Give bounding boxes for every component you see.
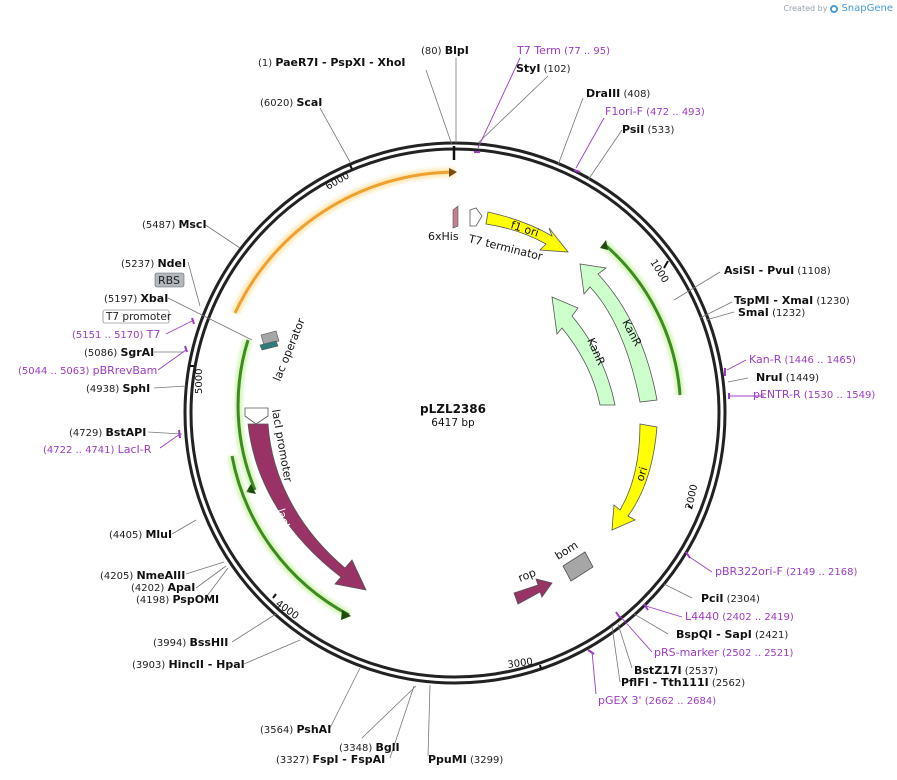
enzyme-site-bgli: (3348) BglI — [339, 741, 400, 754]
primer-t7: (5151 .. 5170) T7 — [72, 328, 160, 341]
enzyme-site-bstapi: (4729) BstAPI — [69, 426, 146, 439]
enzyme-site-pshai: (3564) PshAI — [260, 723, 331, 736]
primer-leaders — [157, 57, 764, 695]
enzyme-site-mlui: (4405) MluI — [109, 528, 172, 541]
primer-f1ori-f: F1ori-F (472 .. 493) — [605, 105, 705, 118]
snapgene-credit: Created by SnapGene — [783, 3, 893, 14]
enzyme-site-scai: (6020) ScaI — [260, 96, 322, 109]
ori-label: ori — [633, 465, 650, 483]
feature-laci: lacI — [247, 423, 367, 591]
enzyme-site-blpi: (80) BlpI — [421, 44, 469, 57]
backbone-outer — [183, 141, 727, 685]
enzyme-site-bstz17i: BstZ17I (2537) — [634, 664, 718, 677]
enzyme-site-nmeaiii: (4205) NmeAIII — [100, 569, 185, 582]
enzyme-site-styi: StyI (102) — [516, 62, 571, 75]
primer-prs-marker: pRS-marker (2502 .. 2521) — [654, 646, 794, 659]
enzyme-site-fspi-fspai: (3327) FspI - FspAI — [276, 753, 385, 766]
enzyme-site-tspmi-xmai: TspMI - XmaI (1230) — [734, 294, 850, 307]
feature-lac-operator: lac operator — [259, 316, 308, 383]
enzyme-site-pcii: PciI (2304) — [701, 592, 760, 605]
orf-arc-green-kan — [600, 240, 685, 396]
enzyme-site-ndei: (5237) NdeI — [121, 257, 186, 270]
enzyme-site-apai: (4202) ApaI — [131, 581, 195, 594]
primer-pbrrevbam: (5044 .. 5063) pBRrevBam — [18, 364, 157, 377]
f1-ori-label: f1 ori — [509, 218, 540, 239]
enzyme-site-xbai: (5197) XbaI — [104, 292, 168, 305]
orf-arc-green-lac-2 — [227, 455, 352, 620]
primer-kan-r: Kan-R (1446 .. 1465) — [749, 353, 856, 366]
t7-promoter-label: T7 promoter — [105, 311, 172, 323]
plasmid-name: pLZL2386 — [420, 402, 486, 416]
plasmid-length: 6417 bp — [431, 417, 475, 429]
tick-label-4000: 4000 — [273, 598, 300, 622]
credit-brand: SnapGene — [841, 3, 893, 14]
enzyme-site-sphi: (4938) SphI — [86, 382, 150, 395]
enzyme-site-asisi-pvui: AsiSI - PvuI (1108) — [724, 264, 831, 277]
rbs-box — [154, 272, 185, 288]
orf-arc-orange — [230, 167, 457, 315]
snapgene-logo-icon — [830, 4, 839, 13]
feature-kanr-inner: KanR — [551, 296, 616, 406]
enzyme-site-bspqi-sapi: BspQI - SapI (2421) — [676, 628, 788, 641]
enzyme-site-nrui: NruI (1449) — [756, 371, 819, 384]
feature-bom: bom — [553, 539, 594, 582]
enzyme-site-pflfi-tth111i: PflFI - Tth111I (2562) — [621, 676, 745, 689]
enzyme-site-sgrai: (5086) SgrAI — [84, 346, 154, 359]
t7-promoter-box — [102, 309, 170, 324]
enzyme-site-psii: PsiI (533) — [622, 123, 674, 136]
enzyme-leaders — [147, 58, 749, 759]
rop-label: rop — [516, 566, 538, 585]
enzyme-site-hincii-hpai: (3903) HincII - HpaI — [132, 658, 245, 671]
tick-label-2000: 2000 — [684, 483, 700, 510]
orf-arc-green-lac-1 — [233, 338, 260, 494]
primer-pbr322ori-f: pBR322ori-F (2149 .. 2168) — [715, 565, 857, 578]
tick-label-3000: 3000 — [507, 657, 534, 671]
primer-labels: T7 Term (77 .. 95) F1ori-F (472 .. 493) Ka… — [18, 44, 875, 707]
enzyme-site-pspomi: (4198) PspOMI — [136, 593, 219, 606]
rbs-label: RBS — [158, 274, 180, 287]
tick-label-5000: 5000 — [194, 369, 205, 394]
enzyme-site-smai: SmaI (1232) — [738, 306, 805, 319]
tick-marks — [190, 146, 693, 670]
primer-l4440: L4440 (2402 .. 2419) — [685, 610, 794, 623]
primer-t7-term: T7 Term (77 .. 95) — [516, 44, 610, 57]
enzyme-labels: (1) PaeR7I - PspXI - XhoI (80) BlpI StyI (… — [69, 44, 850, 766]
credit-prefix: Created by — [783, 4, 828, 13]
enzyme-site-ppumi: PpuMI (3299) — [428, 753, 503, 766]
primer-laci-r: (4722 .. 4741) LacI-R — [43, 443, 152, 456]
feature-6xhis: 6xHis — [428, 205, 459, 243]
laci-label: lacI — [274, 507, 292, 529]
lac-operator-label: lac operator — [271, 316, 308, 383]
enzyme-site-msci: (5487) MscI — [142, 218, 207, 231]
enzyme-site-bsshii: (3994) BssHII — [153, 636, 228, 649]
feature-ori: ori — [611, 423, 658, 531]
feature-rop: rop — [513, 566, 553, 605]
primer-pgex-3-: pGEX 3' (2662 .. 2684) — [598, 694, 716, 707]
enzyme-site-draiii: DraIII (408) — [586, 87, 650, 100]
enzyme-site-paer7i-pspxi-xhoi: (1) PaeR7I - PspXI - XhoI — [258, 56, 406, 69]
primer-pentr-r: pENTR-R (1530 .. 1549) — [753, 388, 875, 401]
sixhis-label: 6xHis — [428, 230, 459, 243]
